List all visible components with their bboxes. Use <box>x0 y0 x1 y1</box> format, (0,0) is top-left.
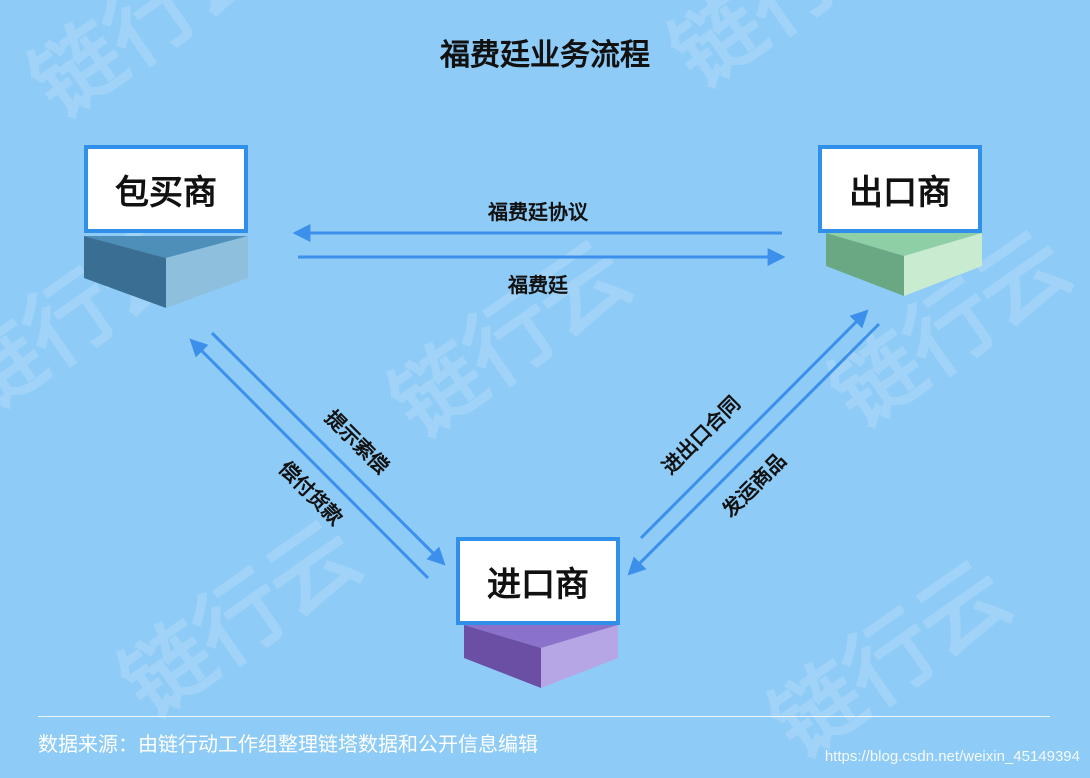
exporter-node-base <box>826 233 982 296</box>
buyer-node: 包买商 <box>84 145 248 233</box>
edge-label-present-claim: 提示索偿 <box>320 405 394 479</box>
footer-divider <box>38 716 1050 717</box>
exporter-node-label: 出口商 <box>849 172 951 213</box>
footer-url: https://blog.csdn.net/weixin_45149394 <box>824 748 1080 765</box>
edge-label-ship-goods: 发运商品 <box>717 448 791 522</box>
edge-label-forfaiting: 福费廷 <box>507 273 569 297</box>
importer-node: 进口商 <box>456 537 620 625</box>
footer-source: 数据来源：由链行动工作组整理链塔数据和公开信息编辑 <box>38 732 538 756</box>
arrow-pay-funds <box>189 338 430 580</box>
exporter-node: 出口商 <box>818 145 982 233</box>
edge-label-pay-funds: 偿付货款 <box>274 456 348 530</box>
edge-label-forfaiting-agreement: 福费廷协议 <box>487 200 589 224</box>
arrow-import-export-contract <box>639 309 869 540</box>
arrow-present-claim <box>210 331 446 566</box>
diagram-title: 福费廷业务流程 <box>440 38 650 73</box>
buyer-node-base <box>84 236 248 308</box>
importer-node-base <box>464 625 618 688</box>
buyer-node-label: 包买商 <box>115 172 217 213</box>
importer-node-label: 进口商 <box>487 564 589 605</box>
edge-label-import-export-contract: 进出口合同 <box>657 391 745 479</box>
arrow-ship-goods <box>627 322 881 576</box>
